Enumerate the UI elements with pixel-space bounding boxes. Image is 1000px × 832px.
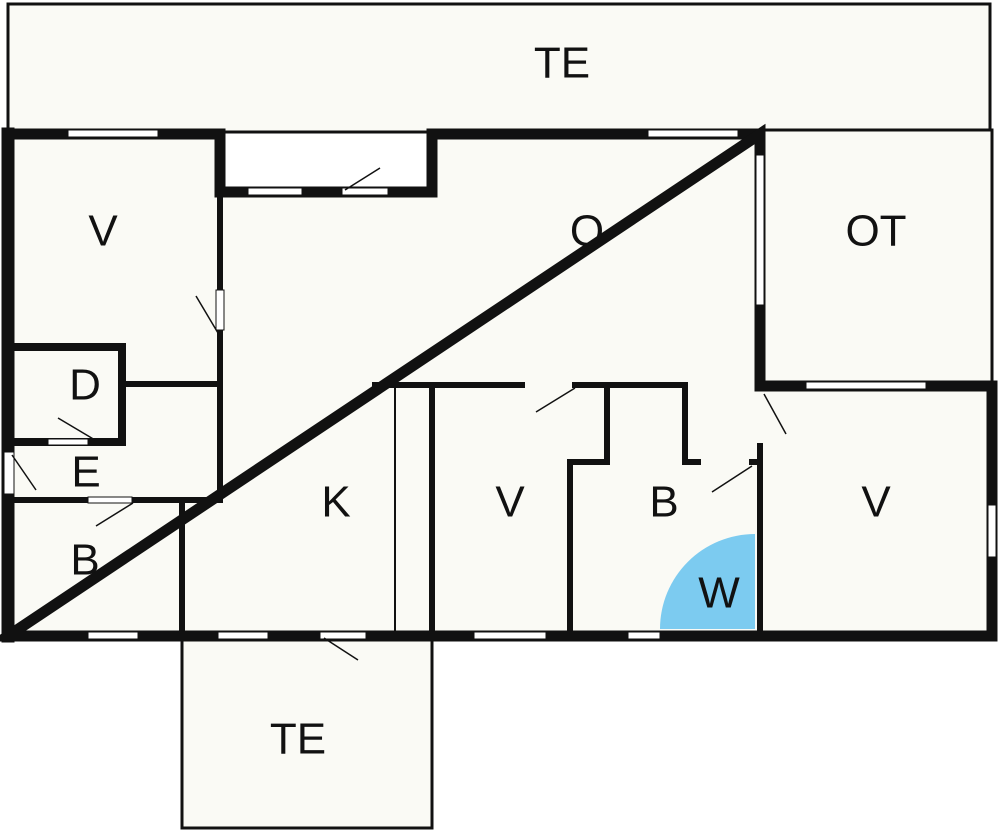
- label-bathroom-right: B: [649, 478, 678, 527]
- whirlpool-tub: [660, 534, 755, 629]
- label-terrace-top: TE: [534, 39, 590, 88]
- label-terrace-bottom: TE: [270, 715, 326, 764]
- label-storage: D: [69, 361, 101, 410]
- label-bedroom-east: V: [861, 478, 891, 527]
- door-swings: [11, 167, 787, 661]
- terrace-bottom: [180, 638, 434, 830]
- terrace-top: [6, 2, 992, 134]
- label-entrance: E: [71, 448, 100, 497]
- label-living-room: O: [570, 207, 604, 256]
- windows: [3, 129, 997, 640]
- covered-terrace-area: [758, 128, 994, 388]
- label-bathroom-left: B: [70, 536, 99, 585]
- label-bedroom-nw: V: [88, 207, 118, 256]
- label-kitchen: K: [321, 478, 350, 527]
- label-whirlpool: W: [698, 569, 740, 618]
- label-bedroom-center: V: [495, 478, 525, 527]
- label-covered-terrace: OT: [845, 207, 906, 256]
